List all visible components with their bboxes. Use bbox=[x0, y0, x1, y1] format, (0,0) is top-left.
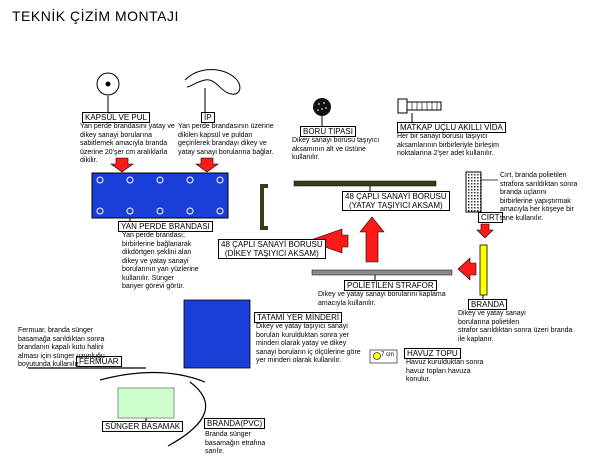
label-yan-perde: YAN PERDE BRANDASI bbox=[118, 221, 213, 232]
label-branda: BRANDA bbox=[468, 299, 508, 310]
desc-fermuar: Fermuar, branda sünger basamağa sarıldık… bbox=[18, 327, 105, 368]
label-tatami: TATAMİ YER MİNDERİ bbox=[254, 312, 343, 323]
desc-tatami: Dikey ve yatay taşıyıcı sanayi boruları … bbox=[256, 323, 361, 364]
pvc-arc-top bbox=[99, 371, 206, 383]
label-polietilen: POLİETİLEN STRAFOR bbox=[344, 280, 437, 291]
arrow-left-foam bbox=[457, 257, 477, 281]
label-matkap-vida: MATKAP UÇLU AKILLI VİDA bbox=[397, 122, 506, 133]
vertical-pipe bbox=[260, 184, 268, 230]
desc-polietilen: Dikey ve yatay sanayi borularını kaplama… bbox=[318, 291, 446, 307]
label-branda-pvc: BRANDA(PVC) bbox=[204, 418, 266, 429]
desc-cirt: Cırt, branda polietilen strafora sarıldı… bbox=[500, 172, 578, 222]
horizontal-pipe bbox=[293, 180, 437, 187]
label-dikey-boru-line1: 48 ÇAPLI SANAYİ BORUSU bbox=[221, 240, 323, 249]
desc-matkap-vida: Her bir sanayi borusu taşıyıcı aksamları… bbox=[397, 133, 499, 157]
side-curtain-tarp bbox=[91, 172, 229, 219]
desc-boru-tipasi: Dikey sanayi borusu taşıyıcı aksamının a… bbox=[292, 137, 380, 161]
label-yatay-boru-line2: (YATAY TAŞIYICI AKSAM) bbox=[349, 201, 443, 210]
washer-icon bbox=[96, 72, 120, 96]
label-ip: İP bbox=[201, 112, 215, 123]
label-kapsul-pul: KAPSÜL VE PUL bbox=[82, 112, 150, 123]
label-yatay-boru: 48 ÇAPLI SANAYİ BORUSU (YATAY TAŞIYICI A… bbox=[342, 191, 450, 211]
label-dikey-boru: 48 ÇAPLI SANAYİ BORUSU (DİKEY TAŞIYICI A… bbox=[218, 239, 326, 259]
polyethylene-foam-bar bbox=[311, 269, 453, 276]
arrow-down-velcro bbox=[476, 223, 494, 239]
label-boru-tipasi: BORU TIPASI bbox=[300, 126, 356, 137]
red-arrows bbox=[110, 157, 219, 173]
desc-branda-pvc: Branda sünger basamağın etrafına sarılır… bbox=[205, 431, 266, 455]
label-sunger-basamak: SÜNGER BASAMAK bbox=[102, 421, 184, 432]
label-havuz-cm: 7 cm bbox=[381, 352, 395, 358]
tatami-mat bbox=[183, 299, 251, 369]
screw-icon bbox=[397, 98, 442, 114]
desc-branda: Dikey ve yatay sanayi borularına polieti… bbox=[458, 310, 573, 343]
pvc-arc-right bbox=[167, 381, 207, 447]
desc-ip: Yan perde brandasının üzerine dikilen ka… bbox=[178, 123, 274, 156]
page-title: TEKNİK ÇİZİM MONTAJI bbox=[12, 8, 179, 24]
pipe-plug-icon bbox=[313, 98, 331, 116]
label-dikey-boru-line2: (DİKEY TAŞIYICI AKSAM) bbox=[224, 249, 319, 258]
label-cirt: CIRT bbox=[478, 212, 503, 223]
desc-yan-perde: Yan perde brandası; birbirlerine bağlana… bbox=[122, 232, 199, 290]
desc-kapsul-pul: Yan perde brandasını yatay ve dikey sana… bbox=[80, 123, 175, 164]
label-fermuar: FERMUAR bbox=[76, 356, 122, 367]
pool-ball-icon bbox=[373, 352, 381, 360]
tarp-yellow bbox=[479, 244, 488, 296]
velcro-strip bbox=[465, 171, 482, 213]
rope-icon bbox=[184, 69, 241, 95]
label-havuz-topu: HAVUZ TOPU bbox=[404, 348, 461, 359]
sponge-step bbox=[117, 387, 175, 419]
arrow-up bbox=[359, 216, 385, 263]
desc-havuz-topu: Havuz kurulduktan sonra havuz topları ha… bbox=[406, 359, 484, 383]
label-yatay-boru-line1: 48 ÇAPLI SANAYİ BORUSU bbox=[345, 192, 447, 201]
